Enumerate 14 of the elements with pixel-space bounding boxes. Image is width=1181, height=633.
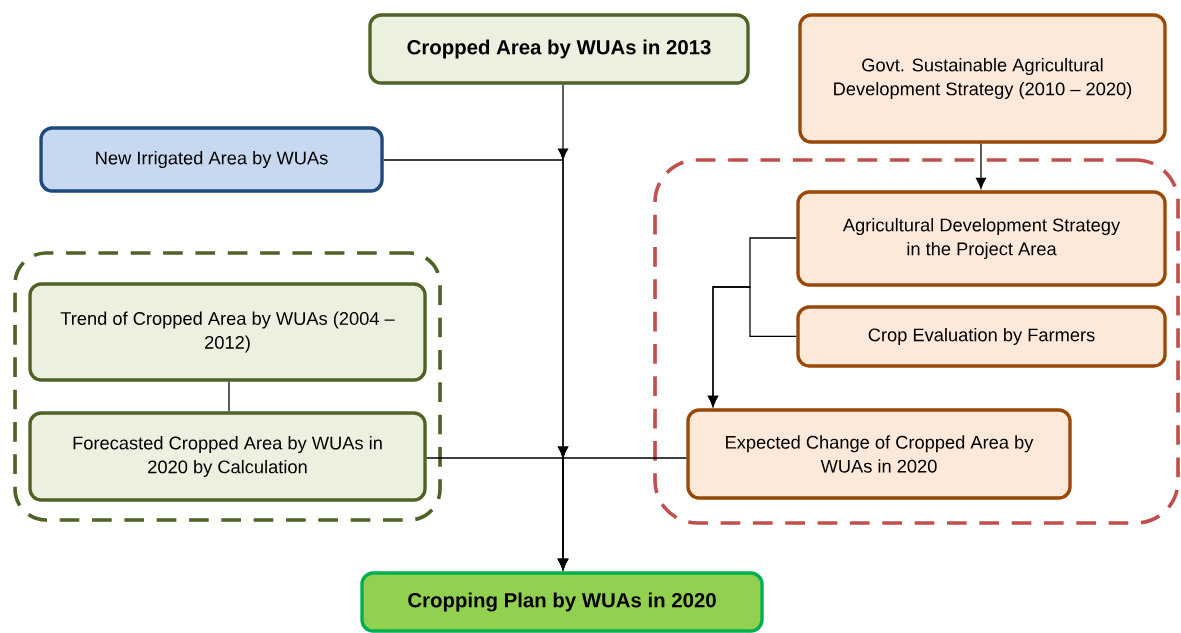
process-box: Crop Evaluation by Farmers: [796, 305, 1167, 368]
arrow: [975, 143, 987, 189]
arrow: [707, 286, 797, 407]
process-box: Cropping Plan by WUAs in 2020: [360, 571, 764, 633]
process-box: Agricultural Development Strategy in the Project Area: [796, 190, 1167, 287]
process-box: New Irrigated Area by WUAs: [39, 126, 384, 193]
process-box: Trend of Cropped Area by WUAs (2004 – 2012): [28, 282, 427, 382]
arrow: [557, 446, 687, 570]
process-box: Govt. Sustainable Agricultural Development Strategy (2010 – 2020): [798, 13, 1167, 144]
process-box: Expected Change of Cropped Area by WUAs in 2020: [686, 408, 1072, 500]
dashed-group-frame: [653, 158, 1180, 525]
process-box: Forecasted Cropped Area by WUAs in 2020 by Calculation: [28, 411, 427, 502]
process-box: Cropped Area by WUAs in 2013: [368, 13, 750, 85]
dashed-group-frame: [13, 251, 442, 522]
